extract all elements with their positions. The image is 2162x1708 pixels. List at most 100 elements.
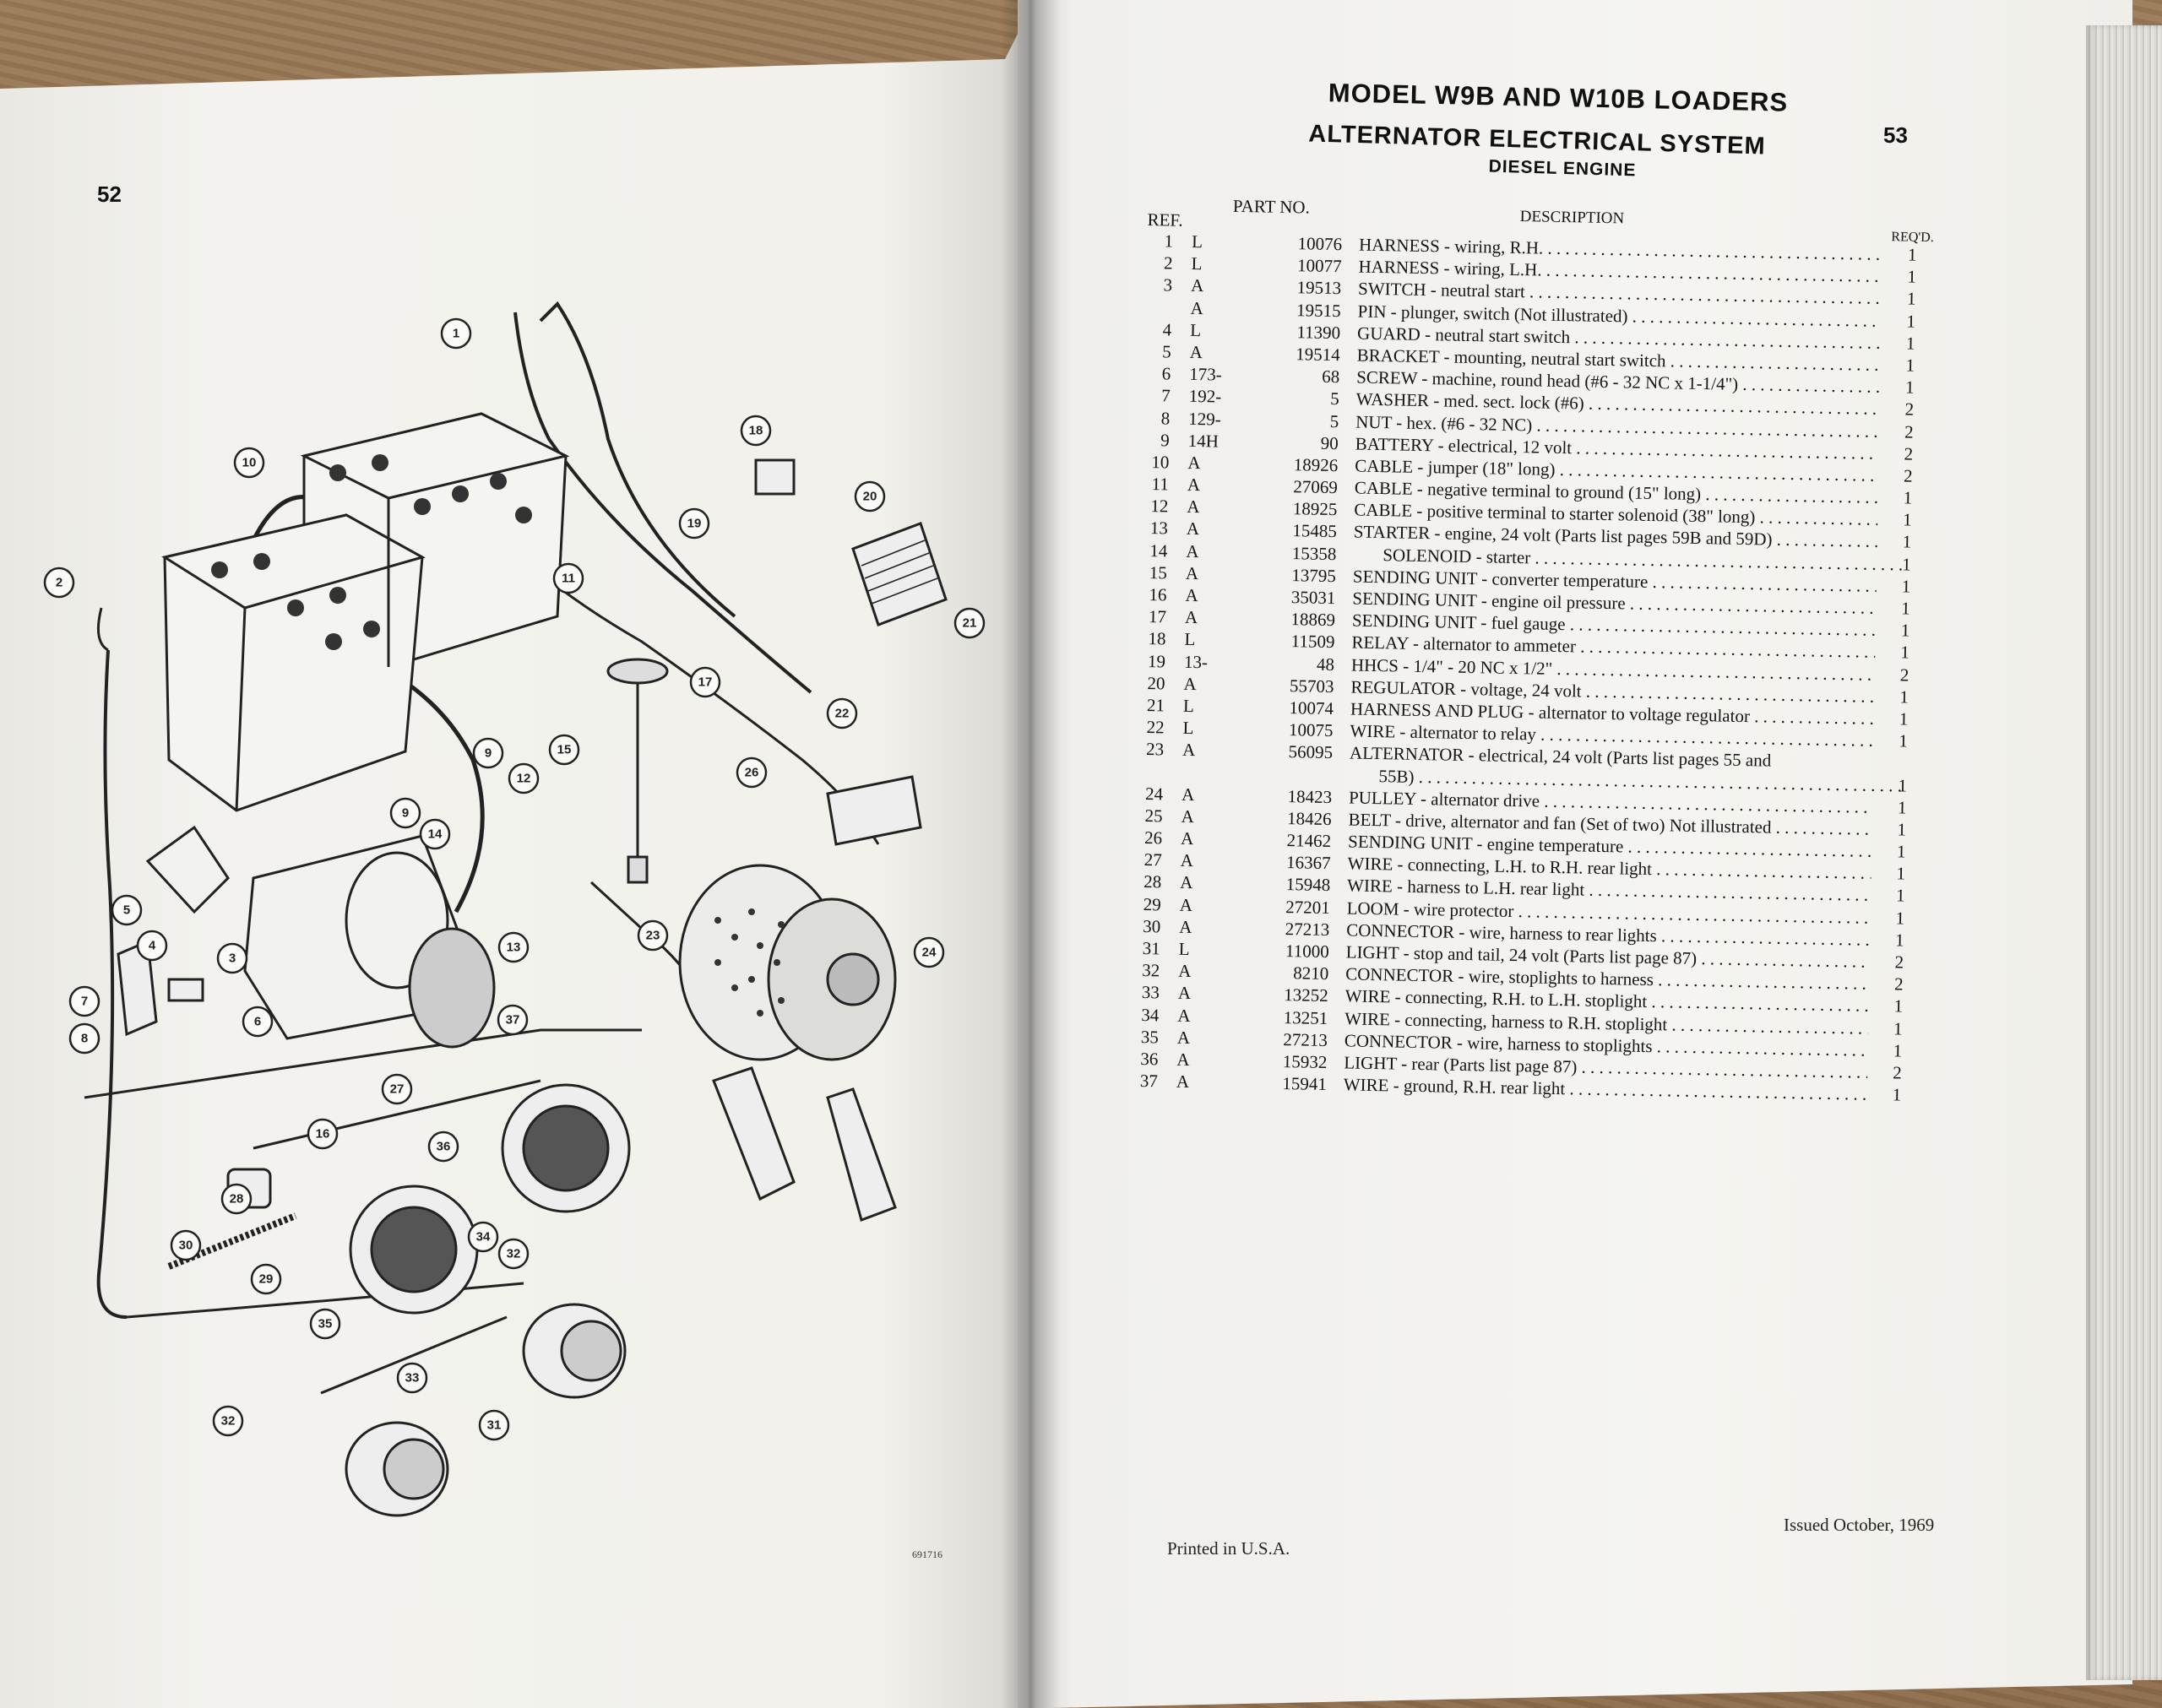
code-cell: A	[1190, 275, 1204, 296]
qty-cell: 1	[1895, 885, 1905, 906]
ref-cell: 29	[1143, 893, 1161, 915]
part-no-cell: 10074	[1289, 697, 1334, 719]
callout-33: 33	[396, 1362, 428, 1394]
svg-text:19: 19	[687, 517, 702, 531]
qty-cell: 1	[1907, 266, 1917, 287]
footer-printed: Printed in U.S.A.	[1167, 1538, 1290, 1559]
code-cell: L	[1184, 629, 1196, 650]
callout-13: 13	[497, 931, 530, 963]
ref-cell: 18	[1148, 628, 1166, 649]
ref-cell: 31	[1142, 938, 1160, 959]
book-gutter	[1001, 0, 1060, 1708]
qty-cell: 2	[1894, 952, 1904, 973]
code-cell: A	[1187, 496, 1200, 518]
part-no-cell: 10075	[1288, 719, 1334, 741]
part-no-cell: 48	[1316, 653, 1335, 675]
svg-text:27: 27	[390, 1082, 405, 1097]
ref-cell: 14	[1149, 540, 1168, 561]
qty-cell: 2	[1904, 420, 1914, 442]
svg-text:18: 18	[749, 424, 763, 438]
qty-cell: 1	[1894, 930, 1904, 951]
svg-text:24: 24	[922, 946, 937, 960]
callout-23: 23	[637, 919, 669, 952]
ref-cell: 13	[1149, 518, 1169, 539]
callout-19: 19	[678, 507, 710, 540]
callout-24: 24	[913, 936, 945, 968]
ref-cell: 32	[1142, 960, 1160, 981]
qty-cell: 1	[1893, 1040, 1903, 1061]
ref-cell: 6	[1161, 363, 1171, 384]
callout-16: 16	[307, 1118, 339, 1150]
callout-6: 6	[242, 1006, 274, 1038]
callout-27: 27	[381, 1073, 413, 1105]
part-no-cell: 35031	[1290, 587, 1336, 609]
callout-29: 29	[250, 1263, 282, 1295]
svg-text:33: 33	[405, 1371, 420, 1385]
part-no-cell: 10077	[1296, 255, 1342, 277]
ref-cell: 7	[1161, 385, 1171, 406]
ref-cell: 35	[1140, 1026, 1160, 1048]
header-part-no: PART NO.	[1232, 195, 1311, 218]
qty-cell: 1	[1901, 576, 1911, 597]
qty-cell: 1	[1896, 841, 1906, 862]
svg-text:7: 7	[81, 995, 88, 1009]
qty-cell: 1	[1898, 774, 1908, 796]
svg-text:12: 12	[517, 772, 531, 786]
ref-cell: 26	[1143, 827, 1163, 849]
qty-cell: 2	[1893, 973, 1904, 995]
code-cell: A	[1180, 827, 1194, 849]
ref-cell: 19	[1147, 650, 1166, 672]
svg-text:3: 3	[229, 952, 236, 966]
svg-text:26: 26	[745, 766, 759, 780]
code-cell: L	[1178, 938, 1190, 960]
callout-12: 12	[508, 762, 540, 794]
svg-text:5: 5	[123, 903, 130, 918]
qty-cell: 1	[1905, 333, 1915, 354]
callout-28: 28	[220, 1183, 253, 1215]
code-cell: A	[1183, 673, 1197, 694]
svg-text:22: 22	[835, 707, 850, 721]
qty-cell: 1	[1893, 995, 1904, 1017]
callout-37: 37	[497, 1004, 529, 1036]
part-no-cell: 19515	[1296, 299, 1341, 321]
code-cell: A	[1181, 805, 1195, 827]
callout-36: 36	[427, 1131, 459, 1163]
ref-cell: 30	[1143, 915, 1161, 937]
ref-cell: 15	[1149, 561, 1168, 583]
callout-22: 22	[826, 697, 858, 729]
qty-cell: 1	[1904, 377, 1915, 398]
callout-35: 35	[309, 1308, 341, 1340]
code-cell: A	[1190, 297, 1204, 318]
ref-cell: 17	[1148, 606, 1167, 627]
svg-text:28: 28	[230, 1192, 244, 1206]
qty-cell: 2	[1899, 664, 1909, 686]
code-cell: A	[1184, 607, 1198, 628]
callout-32-right: 32	[497, 1238, 530, 1270]
code-cell: 129-	[1188, 408, 1222, 430]
part-no-cell: 90	[1320, 432, 1339, 453]
qty-cell: 1	[1892, 1084, 1902, 1105]
qty-cell: 1	[1903, 487, 1913, 508]
part-no-cell: 18423	[1287, 785, 1333, 807]
code-cell: 192-	[1188, 386, 1222, 407]
qty-cell: 1	[1901, 598, 1911, 619]
header-ref: REF.	[1147, 209, 1183, 230]
part-no-cell: 13251	[1283, 1006, 1328, 1028]
svg-text:9: 9	[485, 746, 492, 761]
part-no-cell: 21462	[1286, 830, 1332, 852]
svg-text:34: 34	[476, 1230, 491, 1244]
qty-cell: 2	[1903, 465, 1913, 486]
code-cell: L	[1182, 717, 1194, 739]
part-no-cell: 15932	[1282, 1051, 1328, 1072]
svg-text:11: 11	[562, 572, 575, 586]
qty-cell: 1	[1893, 1017, 1903, 1039]
part-no-cell: 15358	[1291, 542, 1337, 564]
code-cell: A	[1177, 1005, 1191, 1026]
code-cell: A	[1176, 1027, 1191, 1048]
svg-text:4: 4	[149, 939, 156, 953]
qty-cell: 1	[1897, 797, 1907, 818]
code-cell: A	[1185, 584, 1198, 606]
code-cell: A	[1189, 341, 1203, 363]
part-no-cell: 5	[1329, 410, 1339, 431]
